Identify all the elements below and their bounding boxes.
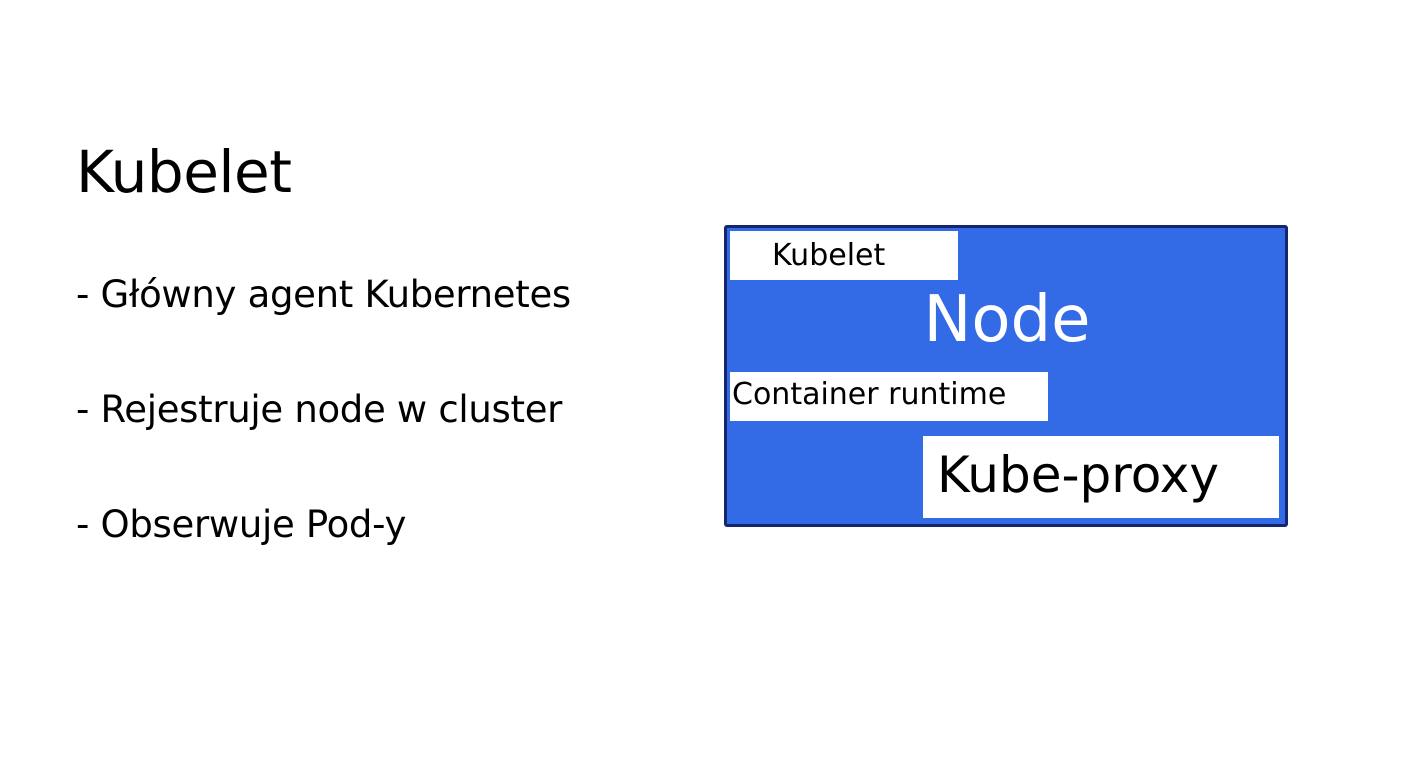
bullet-item: - Rejestruje node w cluster — [76, 388, 563, 431]
kubelet-component: Kubelet — [730, 231, 958, 280]
slide-title: Kubelet — [76, 138, 292, 206]
bullet-item: - Główny agent Kubernetes — [76, 273, 571, 316]
container-runtime-component: Container runtime — [730, 372, 1048, 421]
node-diagram: Kubelet Node Container runtime Kube-prox… — [724, 225, 1288, 527]
node-label: Node — [923, 283, 1091, 357]
kube-proxy-component: Kube-proxy — [923, 436, 1279, 518]
bullet-item: - Obserwuje Pod-y — [76, 503, 407, 546]
